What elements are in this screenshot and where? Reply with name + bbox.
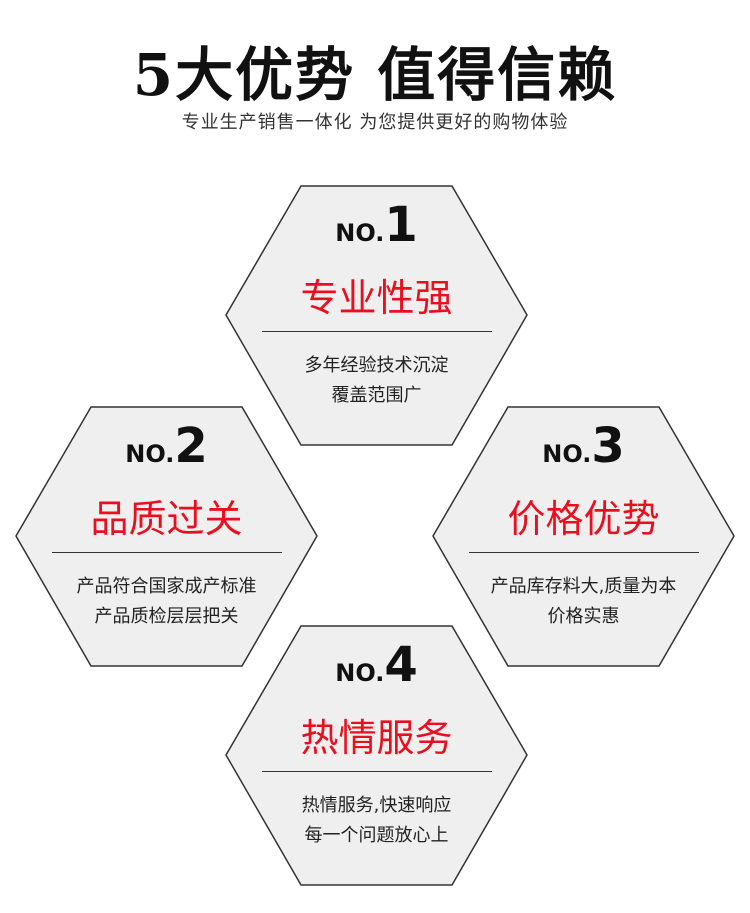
card-title: 专业性强	[300, 276, 453, 320]
rank-label: NO.3	[432, 418, 735, 474]
card-description: 热情服务,快速响应每一个问题放心上	[225, 791, 528, 851]
card-title: 热情服务	[300, 716, 453, 760]
desc-line: 价格实惠	[547, 606, 620, 627]
desc-line: 多年经验技术沉淀	[304, 355, 449, 376]
card-description: 产品库存料大,质量为本价格实惠	[432, 572, 735, 632]
rank-number: 4	[384, 637, 418, 693]
card-title: 价格优势	[507, 497, 660, 541]
hexagon-shape	[432, 406, 735, 667]
desc-line: 产品符合国家成产标准	[76, 576, 257, 597]
card-description: 产品符合国家成产标准产品质检层层把关	[15, 572, 318, 632]
hexagon-shape	[225, 185, 528, 446]
hexagon-shape	[225, 625, 528, 886]
advantage-card-2: NO.2 品质过关 产品符合国家成产标准产品质检层层把关	[15, 406, 318, 667]
rank-label: NO.1	[225, 197, 528, 253]
divider	[469, 552, 699, 553]
rank-prefix: NO.	[125, 440, 175, 468]
desc-line: 每一个问题放心上	[304, 825, 449, 846]
rank-prefix: NO.	[335, 219, 385, 247]
advantage-card-4: NO.4 热情服务 热情服务,快速响应每一个问题放心上	[225, 625, 528, 886]
rank-number: 3	[591, 418, 625, 474]
divider	[52, 552, 282, 553]
desc-line: 覆盖范围广	[331, 385, 422, 406]
rank-label: NO.2	[15, 418, 318, 474]
card-description: 多年经验技术沉淀覆盖范围广	[225, 351, 528, 411]
card-title: 品质过关	[90, 497, 243, 541]
rank-label: NO.4	[225, 637, 528, 693]
desc-line: 产品库存料大,质量为本	[490, 576, 677, 597]
desc-line: 热情服务,快速响应	[301, 795, 452, 816]
page-title: 5大优势 值得信赖	[132, 41, 618, 109]
advantage-card-3: NO.3 价格优势 产品库存料大,质量为本价格实惠	[432, 406, 735, 667]
page-subtitle: 专业生产销售一体化 为您提供更好的购物体验	[181, 112, 569, 133]
rank-prefix: NO.	[542, 440, 592, 468]
hexagon-shape	[15, 406, 318, 667]
advantage-card-1: NO.1 专业性强 多年经验技术沉淀覆盖范围广	[225, 185, 528, 446]
desc-line: 产品质检层层把关	[94, 606, 239, 627]
divider	[262, 771, 492, 772]
divider	[262, 331, 492, 332]
rank-number: 1	[384, 197, 418, 253]
rank-prefix: NO.	[335, 659, 385, 687]
rank-number: 2	[174, 418, 208, 474]
